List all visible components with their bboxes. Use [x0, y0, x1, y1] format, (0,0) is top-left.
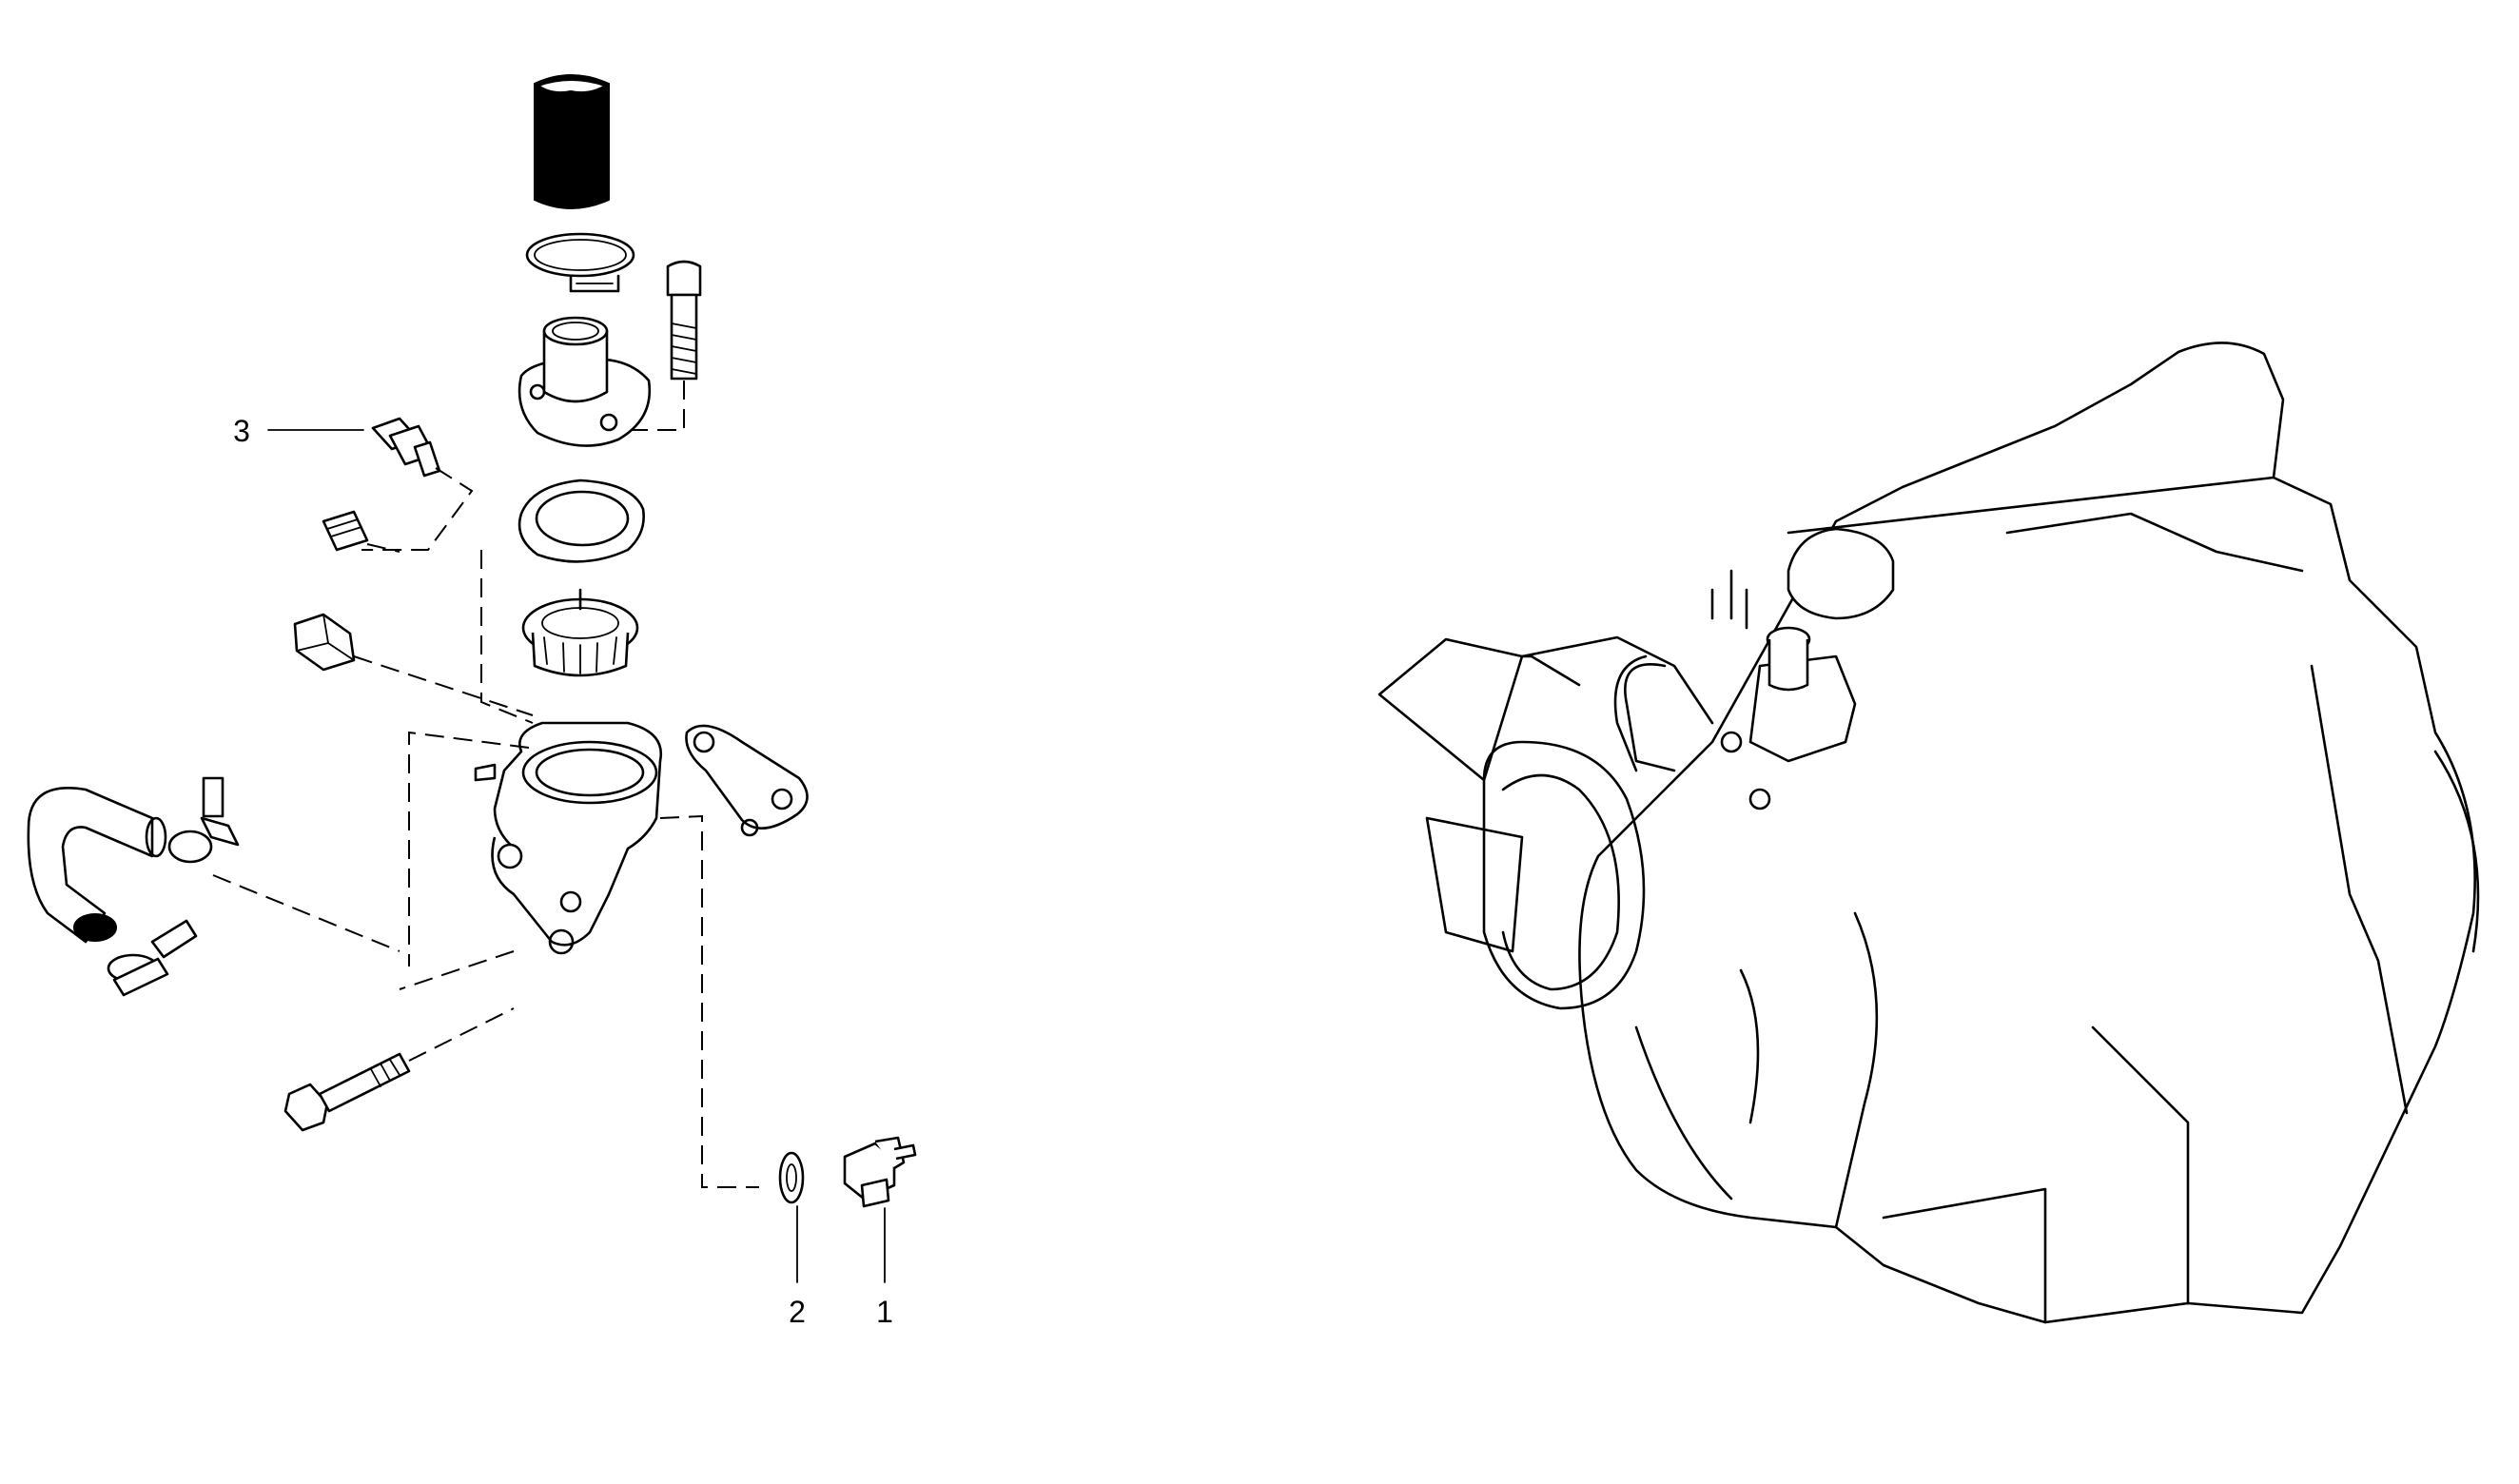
callout-2: 2: [789, 1295, 806, 1329]
pipe-clamp-upper: [167, 776, 400, 952]
engine-locator-view: [1377, 342, 2480, 1324]
plug-hex: [293, 613, 534, 716]
hose-clamp: [525, 232, 635, 293]
temp-sensor-3: [361, 417, 474, 551]
thermostat-housing: [399, 721, 759, 1188]
cover-gasket: [517, 478, 645, 563]
thermostat: [521, 588, 639, 677]
bypass-pipe: [27, 787, 167, 944]
engine-thermostat-location: [1613, 569, 1857, 810]
hose-sleeve: [534, 74, 610, 209]
pipe-clamp-lower: [107, 919, 198, 997]
housing-gasket: [685, 724, 809, 837]
long-bolt: [283, 1007, 515, 1132]
exploded-view: 3 2 1: [27, 74, 917, 1329]
plug-small: [322, 510, 400, 553]
callout-3: 3: [233, 414, 250, 448]
housing-bolt: [618, 260, 702, 431]
leader-lines: [267, 429, 886, 1283]
washer-2: [778, 1151, 805, 1204]
temp-sensor-1: [843, 1136, 917, 1208]
callout-1: 1: [876, 1295, 893, 1329]
outlet-cover: [517, 316, 652, 447]
